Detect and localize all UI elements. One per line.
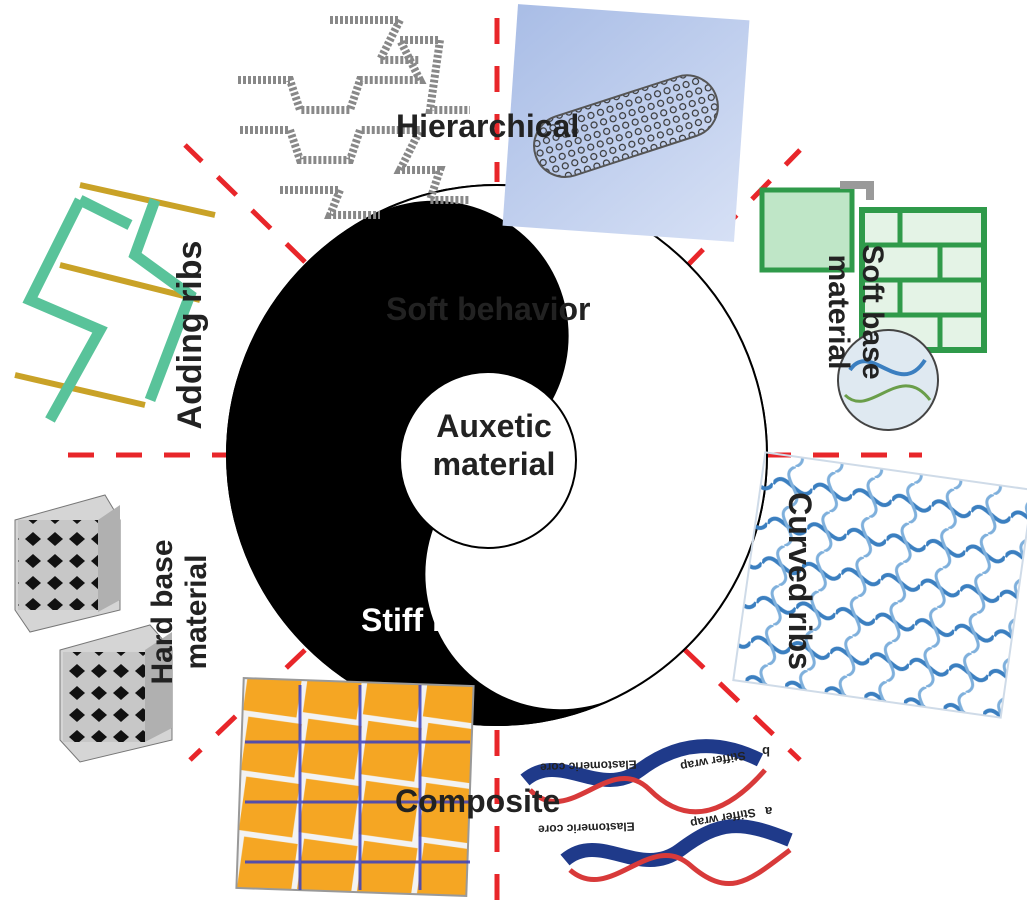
stiff-behavior-label: Stiff behavior xyxy=(361,602,566,638)
center-label-line2: material xyxy=(432,446,556,482)
composite-tiles-image xyxy=(235,677,475,897)
center-circle xyxy=(399,371,577,549)
hard-base-material-label-line1: Hard base xyxy=(146,539,179,685)
center-label: Auxetic material xyxy=(404,410,584,480)
inset-label-b: b xyxy=(762,744,770,759)
composite-label: Composite xyxy=(395,783,561,819)
inset-elastomeric-core-a: Elastomeric core xyxy=(537,819,635,837)
adding-ribs-image xyxy=(14,182,216,423)
hard-base-material-label: Hard base material xyxy=(146,527,213,697)
curved-ribs-image xyxy=(732,451,1027,719)
curved-ribs-label: Curved ribs xyxy=(782,492,818,670)
cube-bottom xyxy=(59,624,173,763)
hierarchical-lattice-image xyxy=(238,16,470,219)
cube-top xyxy=(14,494,121,633)
helix-fibers-image xyxy=(520,739,793,886)
soft-base-material-label: Soft base material xyxy=(822,227,889,397)
hierarchical-label: Hierarchical xyxy=(396,108,580,144)
soft-base-material-label-line1: Soft base xyxy=(856,244,889,380)
yin-yang-symbol xyxy=(226,184,768,726)
center-label-line1: Auxetic xyxy=(436,408,552,444)
inset-label-a: a xyxy=(765,804,773,819)
hard-base-material-label-line2: material xyxy=(180,554,213,670)
soft-base-material-image xyxy=(759,181,987,431)
hard-base-material-image xyxy=(14,494,173,763)
nanotube-image xyxy=(502,4,750,242)
inset-elastomeric-core-b: Elastomeric core xyxy=(539,757,637,775)
adding-ribs-label: Adding ribs xyxy=(171,240,209,430)
soft-behavior-label: Soft behavior xyxy=(386,291,591,327)
soft-base-material-label-line2: material xyxy=(822,254,855,370)
